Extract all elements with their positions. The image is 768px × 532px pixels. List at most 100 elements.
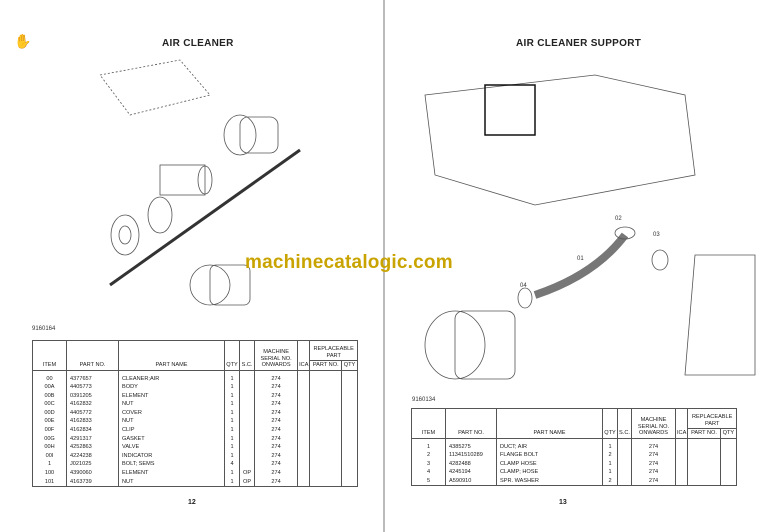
r-part-no-cell	[309, 383, 343, 392]
col-serial: MACHINE SERIAL NO. ONWARDS	[254, 340, 299, 371]
ica-cell	[297, 451, 311, 461]
r-part-no-cell	[309, 417, 343, 427]
ica-cell	[297, 443, 311, 452]
part-no-cell: 4282488	[445, 459, 497, 469]
r-part-no-cell	[309, 469, 343, 478]
col-sc: S.C.	[617, 408, 632, 439]
part-name-cell: NUT	[118, 400, 225, 409]
r-qty-cell	[341, 477, 358, 488]
serial-cell: 274	[254, 477, 299, 488]
part-no-cell: 4405773	[66, 383, 119, 392]
sc-cell	[238, 408, 256, 418]
qty-cell: 1	[224, 477, 240, 488]
r-qty-cell	[341, 469, 358, 478]
col-serial: MACHINE SERIAL NO. ONWARDS	[631, 408, 676, 439]
part-no-cell: 4377657	[66, 370, 119, 384]
part-name-cell: SPR. WASHER	[496, 476, 603, 487]
col-r-part-no: PART NO.	[687, 428, 721, 439]
part-no-cell: 0391205	[66, 391, 119, 401]
hand-tool-icon[interactable]: ✋	[14, 33, 32, 49]
item-cell: 4	[411, 468, 446, 477]
item-cell: 00H	[32, 443, 67, 452]
qty-cell: 1	[224, 434, 240, 444]
ica-cell	[674, 451, 689, 460]
r-qty-cell	[341, 443, 358, 452]
item-cell: 1	[411, 438, 446, 452]
serial-cell: 274	[254, 451, 299, 461]
part-no-cell: 4291317	[66, 434, 119, 444]
ica-cell	[674, 476, 689, 487]
part-no-cell: J021025	[66, 460, 119, 470]
col-item: ITEM	[32, 340, 67, 371]
serial-cell: 274	[631, 468, 676, 477]
r-part-no-cell	[687, 438, 721, 452]
part-no-cell: 4162834	[66, 426, 119, 435]
qty-cell: 1	[224, 370, 240, 384]
qty-cell: 1	[224, 400, 240, 409]
callout-04: 04	[520, 283, 527, 289]
serial-cell: 274	[631, 459, 676, 469]
part-name-cell: CLAMP HOSE	[496, 459, 603, 469]
ica-cell	[297, 426, 311, 435]
r-qty-cell	[719, 468, 738, 477]
r-part-no-cell	[687, 476, 721, 487]
page-number: 13	[559, 499, 567, 506]
serial-cell: 274	[254, 370, 299, 384]
ica-cell	[297, 408, 311, 418]
r-part-no-cell	[309, 460, 343, 470]
col-qty: QTY	[602, 408, 618, 439]
sc-cell: OP	[238, 469, 256, 478]
r-qty-cell	[341, 417, 358, 427]
part-no-cell: 11341510289	[445, 451, 497, 460]
qty-cell: 1	[602, 468, 618, 477]
item-cell: 00C	[32, 400, 67, 409]
part-no-cell: 4252863	[66, 443, 119, 452]
part-no-cell: 4390060	[66, 469, 119, 478]
qty-cell: 1	[602, 438, 618, 452]
col-r-qty: QTY	[719, 428, 738, 439]
r-qty-cell	[341, 391, 358, 401]
col-ica: ICA	[297, 340, 311, 371]
item-cell: 2	[411, 451, 446, 460]
part-name-cell: ELEMENT	[118, 469, 225, 478]
r-qty-cell	[341, 451, 358, 461]
ica-cell	[297, 469, 311, 478]
page-title: AIR CLEANER SUPPORT	[516, 38, 642, 49]
qty-cell: 1	[224, 408, 240, 418]
part-name-cell: FLANGE BOLT	[496, 451, 603, 460]
r-qty-cell	[719, 459, 738, 469]
col-qty: QTY	[224, 340, 240, 371]
col-r-part-no: PART NO.	[309, 360, 343, 371]
item-cell: 101	[32, 477, 67, 488]
page-title: AIR CLEANER	[162, 38, 234, 49]
r-part-no-cell	[687, 468, 721, 477]
callout-03: 03	[653, 232, 660, 238]
item-cell: 00	[32, 370, 67, 384]
serial-cell: 274	[254, 460, 299, 470]
sc-cell	[617, 476, 632, 487]
col-r-qty: QTY	[341, 360, 358, 371]
sc-cell	[238, 443, 256, 452]
sc-cell	[238, 434, 256, 444]
sc-cell	[238, 383, 256, 392]
callout-02: 02	[615, 216, 622, 222]
serial-cell: 274	[254, 383, 299, 392]
sc-cell	[617, 468, 632, 477]
col-part-no: PART NO.	[66, 340, 119, 371]
r-qty-cell	[719, 476, 738, 487]
qty-cell: 1	[224, 443, 240, 452]
qty-cell: 1	[224, 417, 240, 427]
callout-01: 01	[577, 256, 584, 262]
part-name-cell: NUT	[118, 417, 225, 427]
part-no-cell: 4162832	[66, 400, 119, 409]
serial-cell: 274	[254, 408, 299, 418]
